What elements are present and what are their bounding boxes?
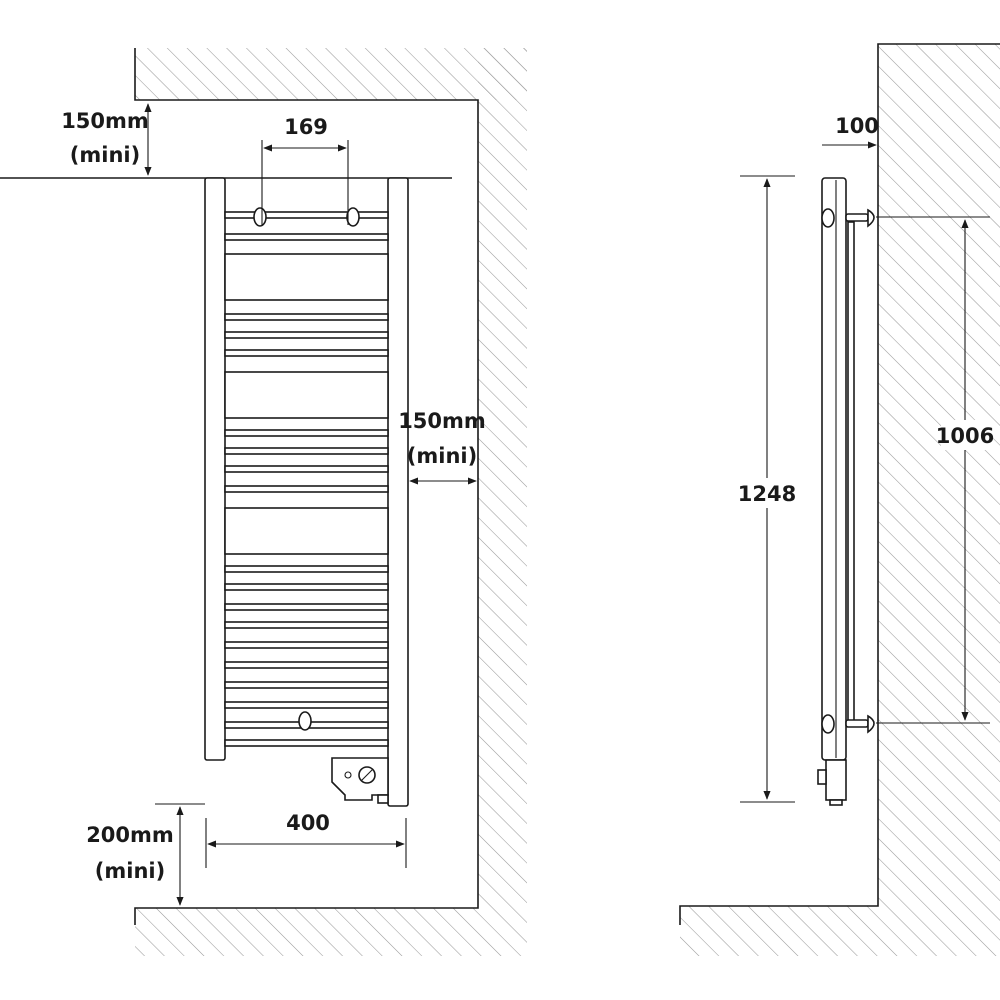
top-clearance-note: (mini) [70,143,140,167]
radiator-bar [224,701,389,709]
bottom-clearance-note: (mini) [95,859,165,883]
width-value: 400 [286,811,330,835]
fixing-spacing-value: 169 [284,115,328,139]
side-clearance-value: 150mm [398,409,486,433]
bottom-clearance-value: 200mm [86,823,174,847]
wall-bracket-bottom [821,714,875,734]
side-wall-hatching [680,44,1000,956]
radiator-bar [224,583,389,591]
fixing-lug-left [253,207,267,227]
side-clearance-note: (mini) [407,444,477,468]
wall-distance-value: 100 [835,114,879,138]
radiator-front [204,177,409,807]
dim-bracket-spacing: 1006 [876,216,994,724]
dim-top-clearance: 150mm (mini) [61,103,152,176]
fixing-lug-bottom [298,711,312,731]
fixing-lug-right [346,207,360,227]
radiator-bar [224,485,389,493]
dim-width: 400 [205,811,407,868]
radiator-bar [224,603,389,611]
heating-element-side [817,759,847,806]
radiator-bar [224,565,389,573]
radiator-bar [224,661,389,669]
front-wall-outline [0,48,479,925]
dim-total-height: 1248 [738,175,796,803]
radiator-bar [224,447,389,455]
radiator-bar [224,681,389,689]
wall-bracket-top [821,208,875,228]
radiator-bar [224,349,389,357]
side-wall-outline [679,43,1000,925]
radiator-bar [224,621,389,629]
radiator-bar [224,641,389,649]
dim-side-clearance: 150mm (mini) [398,409,486,485]
radiator-bar [224,429,389,437]
radiator-bar [224,233,389,241]
total-height-value: 1248 [738,482,796,506]
radiator-bar [224,313,389,321]
radiator-bar [224,739,389,747]
dim-fixing-spacing: 169 [261,115,349,225]
radiator-bar [224,465,389,473]
bracket-spacing-value: 1006 [936,424,994,448]
radiator-bar [224,331,389,339]
heating-element-box [331,757,389,804]
radiator-side [817,177,875,806]
front-wall-hatching [135,48,527,956]
top-clearance-value: 150mm [61,109,149,133]
dim-wall-distance: 100 [822,114,879,149]
dim-bottom-clearance: 200mm (mini) [86,803,205,906]
radiator-bar [224,211,389,219]
